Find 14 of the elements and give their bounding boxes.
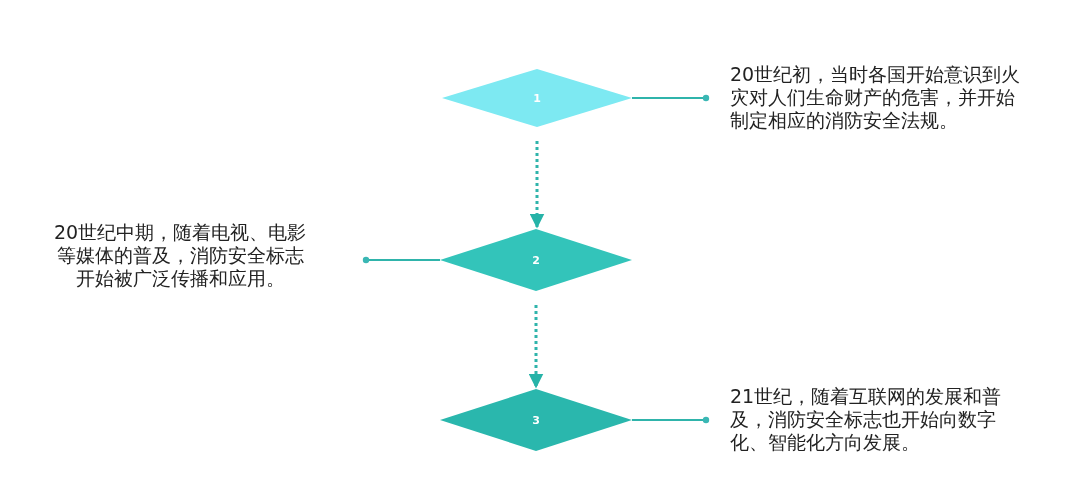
description-text: 20世纪中期，随着电视、电影等媒体的普及，消防安全标志开始被广泛传播和应用。	[50, 221, 366, 290]
description-text: 21世纪，随着互联网的发展和普及，消防安全标志也开始向数字化、智能化方向发展。	[706, 385, 1030, 454]
step-diamond	[440, 389, 632, 451]
step-number: 1	[533, 91, 541, 105]
connector-line	[362, 256, 441, 264]
connector-line	[631, 416, 710, 424]
step-diamond	[442, 69, 632, 127]
connector-line	[631, 94, 710, 102]
step-number: 3	[532, 413, 540, 427]
arrow	[528, 305, 544, 389]
step-diamond	[440, 229, 632, 291]
arrow	[529, 141, 545, 229]
description-text: 20世纪初，当时各国开始意识到火灾对人们生命财产的危害，并开始制定相应的消防安全法规。	[706, 63, 1030, 132]
step-number: 2	[532, 253, 540, 267]
